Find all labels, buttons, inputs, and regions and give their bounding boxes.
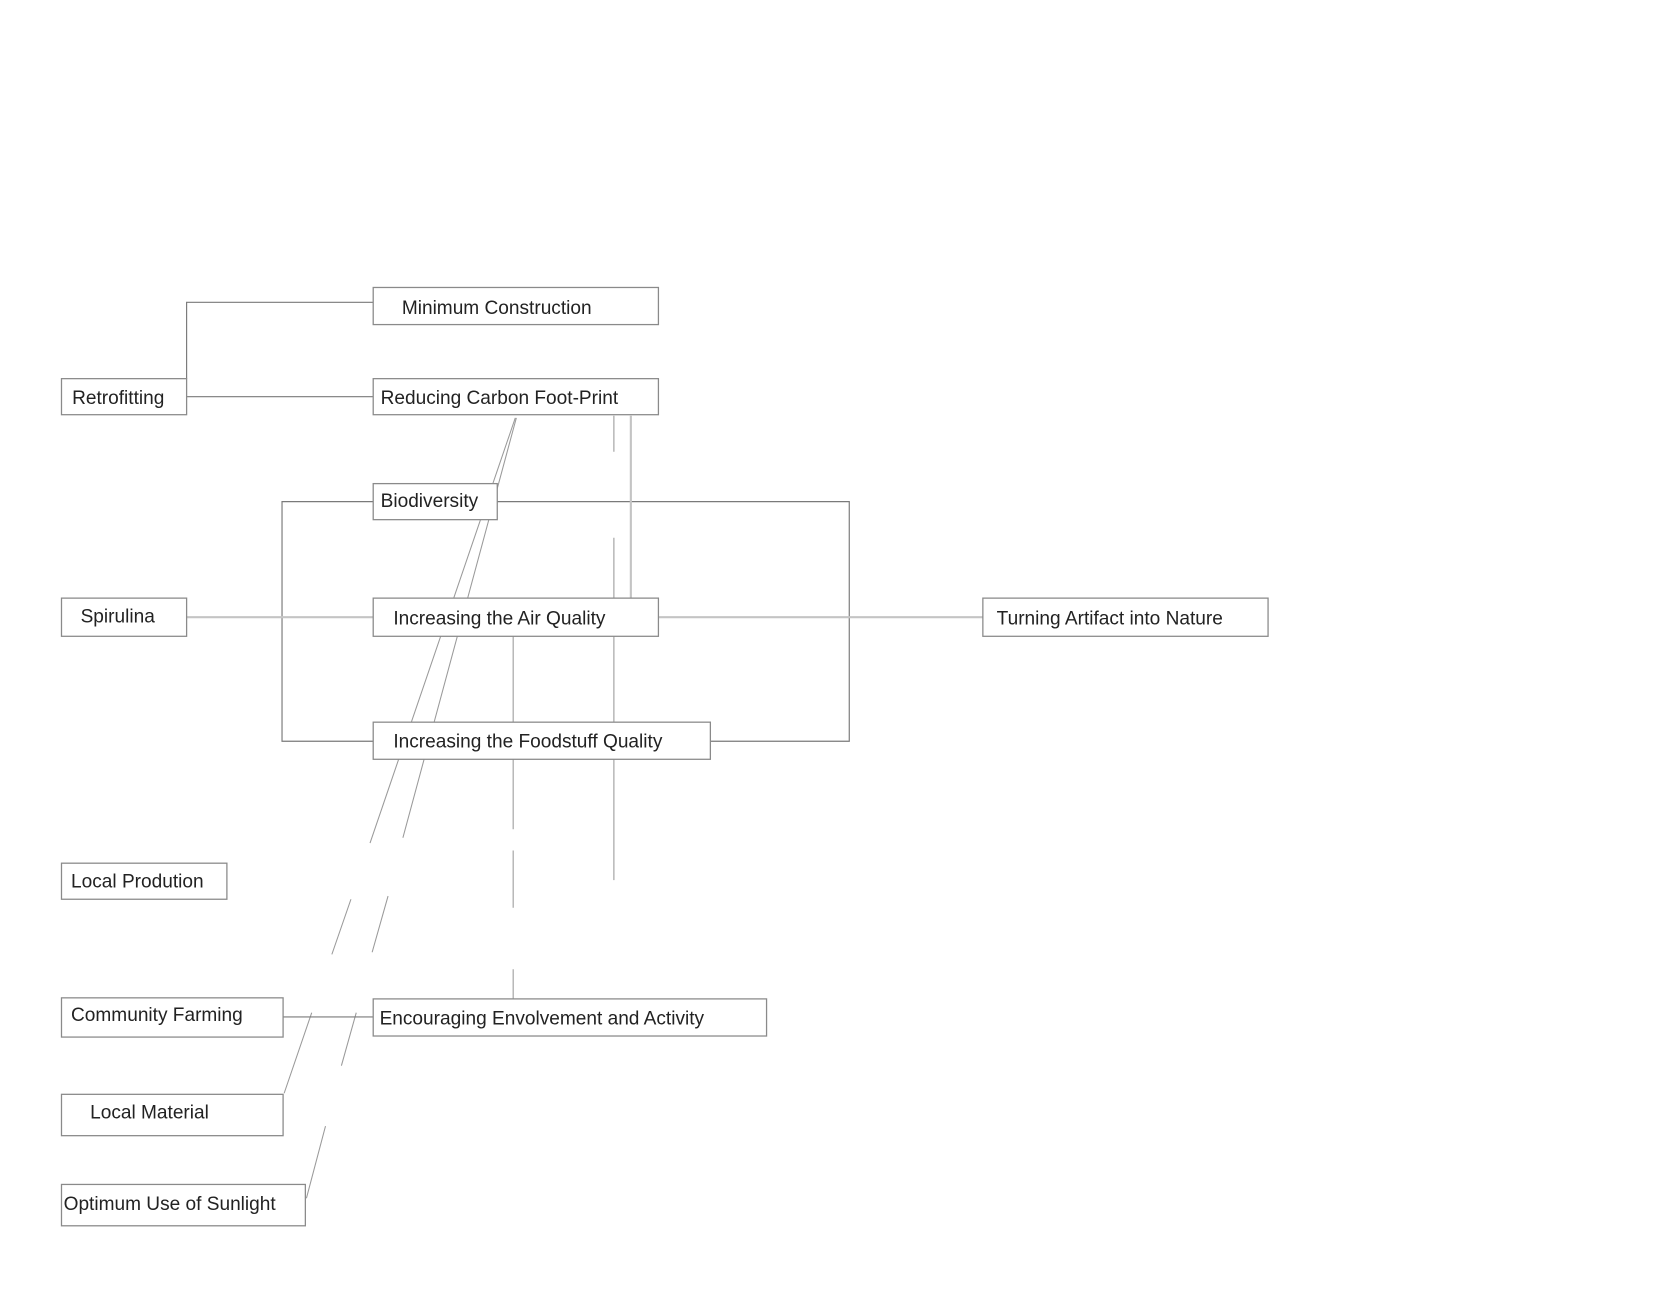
node-optimum-sunlight[interactable]: Optimum Use of Sunlight [60,1183,306,1227]
node-local-material[interactable]: Local Material [60,1093,284,1137]
node-label: Community Farming [71,1005,243,1026]
node-air-quality[interactable]: Increasing the Air Quality [372,597,660,637]
node-label: Increasing the Air Quality [393,609,606,630]
node-turning-artifact[interactable]: Turning Artifact into Nature [982,597,1269,637]
node-label: Turning Artifact into Nature [997,609,1223,630]
node-label: Biodiversity [381,491,479,512]
node-label: Increasing the Foodstuff Quality [393,732,662,753]
node-label: Spirulina [81,607,156,628]
node-foodstuff-quality[interactable]: Increasing the Foodstuff Quality [372,721,712,760]
node-community-farming[interactable]: Community Farming [60,997,284,1038]
node-local-prodution[interactable]: Local Prodution [60,862,228,900]
connector-retrofitting-minimum-construction [186,301,374,379]
node-retrofitting[interactable]: Retrofitting [60,378,188,416]
node-spirulina[interactable]: Spirulina [60,597,188,637]
node-label: Reducing Carbon Foot-Print [381,388,619,409]
node-label: Retrofitting [72,388,164,409]
connector-carbon-sunlight [305,417,517,1199]
node-label: Optimum Use of Sunlight [64,1194,277,1215]
connector-biodiversity-foodstuff-left [281,501,374,742]
node-label: Encouraging Envolvement and Activity [380,1008,705,1029]
node-reducing-carbon[interactable]: Reducing Carbon Foot-Print [372,378,660,416]
node-label: Minimum Construction [402,298,592,319]
node-label: Local Material [90,1103,209,1124]
node-label: Local Prodution [71,872,204,893]
node-minimum-construction[interactable]: Minimum Construction [372,286,660,326]
node-encouraging[interactable]: Encouraging Envolvement and Activity [372,998,768,1037]
connector-biodiversity-foodstuff-right [497,501,850,742]
node-biodiversity[interactable]: Biodiversity [372,482,498,521]
